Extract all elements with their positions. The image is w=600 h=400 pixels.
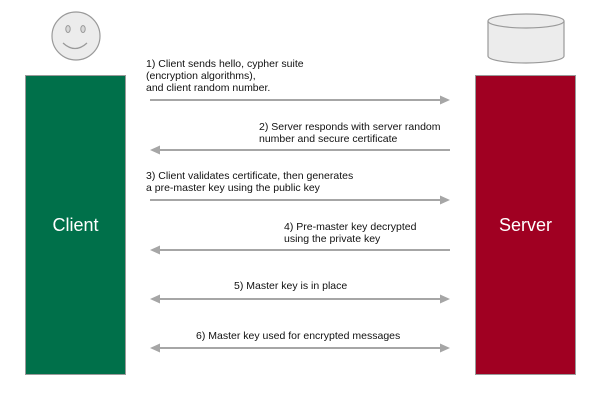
message-5-label: 5) Master key is in place — [234, 280, 347, 292]
message-2-line-1: 2) Server responds with server random — [259, 121, 441, 133]
database-cylinder-icon — [487, 13, 565, 64]
arrowhead-right — [440, 95, 450, 105]
message-3-line-1: 3) Client validates certificate, then ge… — [146, 170, 354, 182]
message-1-line-2: (encryption algorithms), — [146, 70, 256, 82]
message-5-arrow — [150, 294, 450, 304]
arrowhead-left — [150, 145, 160, 155]
message-6-line-1: 6) Master key used for encrypted message… — [196, 330, 401, 342]
arrowhead-right — [440, 294, 450, 304]
message-3-arrow — [150, 195, 450, 205]
message-1-arrow — [150, 95, 450, 105]
server-label: Server — [498, 214, 552, 235]
client-lifeline-box: Client — [25, 75, 126, 375]
message-4-line-1: 4) Pre-master key decrypted — [284, 221, 417, 233]
message-2-label: 2) Server responds with server random nu… — [259, 121, 441, 145]
message-6-label: 6) Master key used for encrypted message… — [196, 330, 400, 342]
message-3-line-2: a pre-master key using the public key — [146, 182, 320, 194]
arrowhead-right — [440, 195, 450, 205]
message-5-line-1: 5) Master key is in place — [234, 280, 348, 292]
message-2-line-2: number and secure certificate — [259, 133, 398, 145]
message-2-arrow — [150, 145, 450, 155]
arrowhead-left — [150, 294, 160, 304]
message-4-line-2: using the private key — [284, 233, 381, 245]
message-3-label: 3) Client validates certificate, then ge… — [146, 170, 353, 194]
arrowhead-left — [150, 245, 160, 255]
message-4-arrow — [150, 245, 450, 255]
message-4-label: 4) Pre-master key decrypted using the pr… — [284, 221, 416, 245]
arrowhead-left — [150, 343, 160, 353]
message-1-line-3: and client random number. — [146, 82, 271, 94]
message-1-line-1: 1) Client sends hello, cypher suite — [146, 58, 304, 70]
message-1-label: 1) Client sends hello, cypher suite (enc… — [146, 58, 304, 94]
smiley-face-icon — [51, 11, 101, 61]
server-lifeline-box: Server — [475, 75, 576, 375]
arrowhead-right — [440, 343, 450, 353]
message-6-arrow — [150, 343, 450, 353]
client-label: Client — [52, 214, 99, 235]
